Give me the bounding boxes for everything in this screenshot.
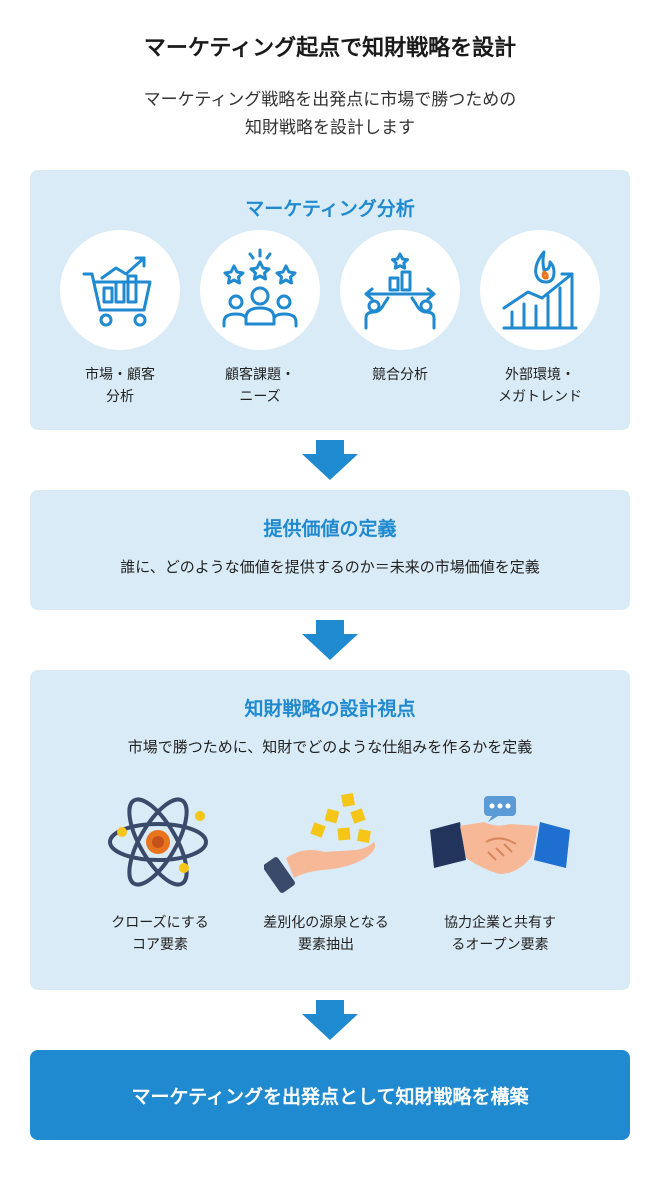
hand-cubes-icon bbox=[264, 793, 376, 893]
subtitle-line-1: マーケティング戦略を出発点に市場で勝つための bbox=[143, 90, 517, 110]
trend-growth-icon bbox=[502, 250, 578, 330]
open-element-label-line2: るオープン要素 bbox=[451, 937, 549, 953]
page-title: マーケティング起点で知財戦略を設計 bbox=[143, 36, 517, 61]
ip-strategy-title: 知財戦略の設計視点 bbox=[244, 698, 416, 720]
ip-strategy-text: 市場で勝つために、知財でどのような仕組みを作るかを定義 bbox=[127, 738, 533, 756]
megatrend-label-line2: メガトレンド bbox=[498, 389, 582, 405]
customer-needs-circle bbox=[200, 230, 320, 350]
customer-needs-label-line1: 顧客課題・ bbox=[225, 367, 295, 383]
market-analysis-circle bbox=[60, 230, 180, 350]
open-element-label: 協力企業と共有す るオープン要素 bbox=[425, 912, 575, 956]
open-element-label-line1: 協力企業と共有す bbox=[444, 915, 556, 931]
page-subtitle: マーケティング戦略を出発点に市場で勝つための 知財戦略を設計します bbox=[0, 86, 660, 142]
ip-strategy-panel: 知財戦略の設計視点 市場で勝つために、知財でどのような仕組みを作るかを定義 クロ… bbox=[30, 670, 630, 990]
competitor-podium-icon bbox=[364, 252, 436, 330]
market-analysis-label: 市場・顧客 分析 bbox=[45, 364, 195, 408]
market-analysis-label-line1: 市場・顧客 bbox=[85, 367, 155, 383]
competitor-label-line1: 競合分析 bbox=[372, 367, 428, 383]
down-arrow-icon bbox=[302, 1000, 358, 1040]
competitor-label: 競合分析 bbox=[325, 364, 475, 386]
differentiation-label: 差別化の源泉となる 要素抽出 bbox=[251, 912, 401, 956]
shopping-cart-chart-icon bbox=[82, 256, 152, 327]
down-arrow-icon bbox=[302, 440, 358, 480]
marketing-analysis-title: マーケティング分析 bbox=[245, 198, 415, 220]
atom-core-icon bbox=[108, 797, 208, 887]
handshake-icon bbox=[430, 796, 570, 874]
megatrend-label: 外部環境・ メガトレンド bbox=[465, 364, 615, 408]
value-definition-panel: 提供価値の定義 誰に、どのような価値を提供するのか＝未来の市場価値を定義 bbox=[30, 490, 630, 610]
closed-core-label-line1: クローズにする bbox=[111, 915, 209, 931]
megatrend-circle bbox=[480, 230, 600, 350]
market-analysis-label-line2: 分析 bbox=[106, 389, 134, 405]
differentiation-label-line1: 差別化の源泉となる bbox=[263, 915, 389, 931]
differentiation-label-line2: 要素抽出 bbox=[298, 937, 354, 953]
down-arrow-icon bbox=[302, 620, 358, 660]
marketing-analysis-panel: マーケティング分析 bbox=[30, 170, 630, 430]
customer-needs-label: 顧客課題・ ニーズ bbox=[185, 364, 335, 408]
subtitle-line-2: 知財戦略を設計します bbox=[245, 118, 415, 138]
value-definition-text: 誰に、どのような価値を提供するのか＝未来の市場価値を定義 bbox=[120, 558, 540, 576]
customer-stars-icon bbox=[222, 248, 298, 328]
closed-core-label-line2: コア要素 bbox=[132, 937, 188, 953]
customer-needs-label-line2: ニーズ bbox=[239, 389, 281, 405]
competitor-circle bbox=[340, 230, 460, 350]
conclusion-banner: マーケティングを出発点として知財戦略を構築 bbox=[30, 1050, 630, 1140]
closed-core-label: クローズにする コア要素 bbox=[85, 912, 235, 956]
megatrend-label-line1: 外部環境・ bbox=[505, 367, 575, 383]
conclusion-text: マーケティングを出発点として知財戦略を構築 bbox=[131, 1085, 529, 1108]
value-definition-title: 提供価値の定義 bbox=[263, 518, 397, 540]
